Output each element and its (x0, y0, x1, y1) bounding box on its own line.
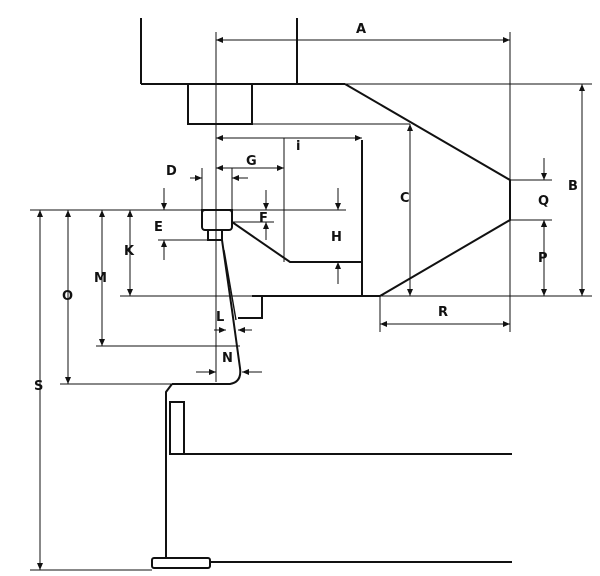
label-m: M (94, 271, 107, 286)
label-f: F (259, 211, 268, 226)
tool-holder-body (252, 83, 511, 297)
label-a: A (356, 22, 366, 37)
label-s: S (34, 379, 43, 394)
dimension-labels: A B C D E F G H i K L M N O P Q R S (34, 22, 578, 394)
label-p: P (538, 251, 548, 266)
label-l: L (216, 310, 224, 325)
label-n: N (222, 351, 233, 366)
label-k: K (124, 244, 135, 259)
label-e: E (154, 220, 163, 235)
label-b: B (568, 179, 578, 194)
upper-clamp-block (187, 83, 253, 125)
label-h: H (331, 230, 342, 245)
label-d: D (166, 164, 177, 179)
lower-bed (151, 383, 512, 569)
label-q: Q (538, 194, 549, 209)
label-i: i (296, 139, 300, 154)
extension-lines (30, 32, 592, 571)
upper-beam (140, 18, 345, 85)
label-c: C (400, 191, 410, 206)
label-g: G (246, 154, 257, 169)
dimension-arrows (37, 37, 585, 570)
label-r: R (438, 305, 448, 320)
label-o: O (62, 289, 73, 304)
